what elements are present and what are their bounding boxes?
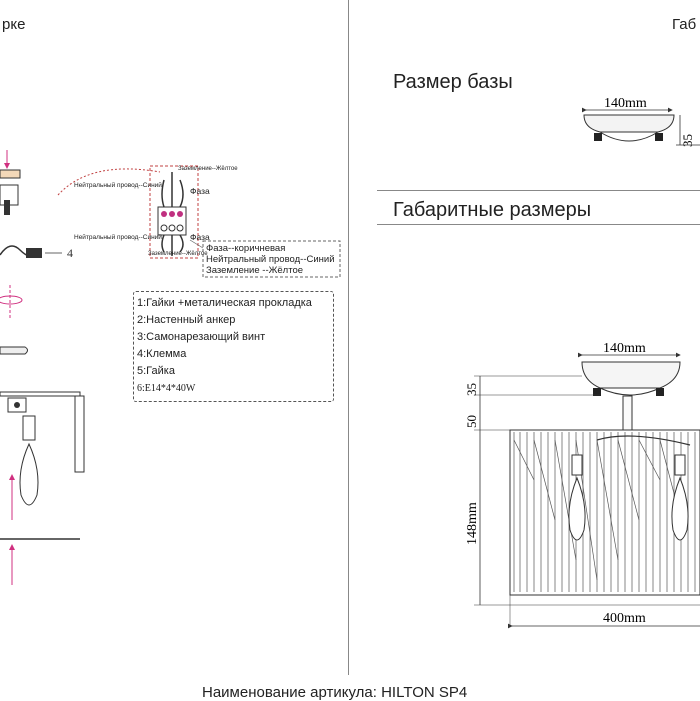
neutral-label-mid: Нейтральный провод--Синий [74, 234, 162, 241]
phase-label-top: Фаза [190, 186, 210, 196]
parts-list: 1:Гайки +металическая прокладка 2:Настен… [133, 291, 334, 402]
callout-4: 4 [67, 246, 73, 260]
wiring-legend: Фаза--коричневая Нейтральный провод--Син… [206, 243, 335, 276]
overall-drawing: 140mm 35 50 148mm [464, 341, 700, 629]
parts-list-item: 5:Гайка [137, 365, 175, 377]
overall-dimensions-title: Габаритные размеры [393, 199, 592, 221]
parts-list-item: 2:Настенный анкер [137, 314, 236, 326]
parts-list-item: 1:Гайки +металическая прокладка [137, 297, 312, 309]
overall-title-underline [377, 224, 700, 225]
install-drawing: 4 [0, 150, 341, 585]
neutral-label-top: Нейтральный провод--Синий [74, 182, 162, 189]
wiring-legend-item: Фаза--коричневая [206, 243, 286, 254]
overall-top-width-dim: 140mm [603, 341, 646, 356]
base-drawing: 140mm 35 [582, 96, 700, 147]
ground-label-top: Заземление--Жёлтое [178, 166, 238, 172]
article-name: Наименование артикула: HILTON SP4 [202, 684, 468, 701]
phase-label-mid: Фаза [190, 232, 210, 242]
header-left-fragment: рке [2, 16, 26, 33]
header-right-fragment: Габ [672, 16, 697, 33]
base-size-title: Размер базы [393, 71, 513, 93]
section-divider [377, 190, 700, 191]
parts-list-item: 3:Самонарезающий винт [137, 331, 266, 343]
dim-50: 50 [464, 415, 479, 428]
parts-list-item: 4:Клемма [137, 348, 187, 360]
dim-35: 35 [464, 383, 479, 396]
base-height-dim: 35 [680, 134, 695, 147]
dim-148: 148mm [465, 502, 480, 545]
dim-400: 400mm [603, 611, 646, 626]
wiring-legend-item: Заземление --Жёлтое [206, 265, 304, 276]
base-width-dim: 140mm [604, 96, 647, 111]
center-divider [348, 0, 349, 675]
wiring-legend-item: Нейтральный провод--Синий [206, 254, 335, 265]
ground-label-bottom: Заземление--Жёлтое [148, 251, 208, 257]
parts-list-item: 6:E14*4*40W [137, 383, 196, 394]
